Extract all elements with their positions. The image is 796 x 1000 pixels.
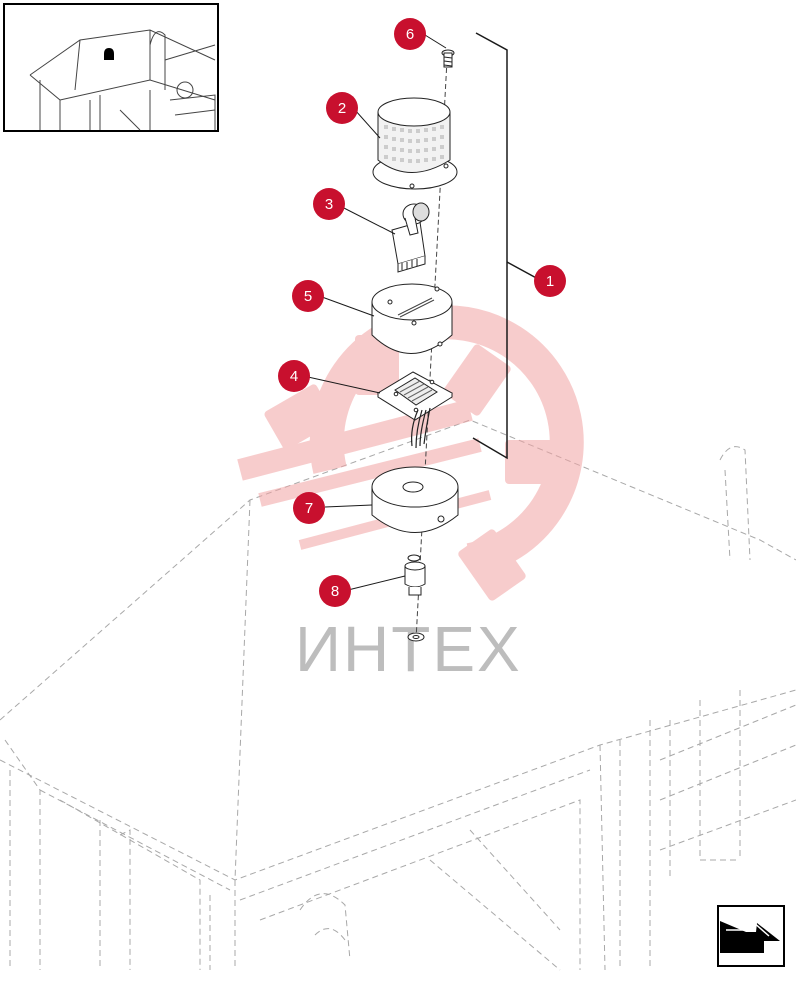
part-8-mounting-stud: [404, 554, 426, 596]
callout-5: 5: [292, 280, 324, 312]
callout-8: 8: [319, 575, 351, 607]
callout-2-label: 2: [338, 100, 346, 117]
callout-3: 3: [313, 188, 345, 220]
callout-4: 4: [278, 360, 310, 392]
callout-1-label: 1: [546, 273, 554, 290]
callout-7: 7: [293, 492, 325, 524]
callout-3-label: 3: [325, 196, 333, 213]
part-3-bulb: [391, 202, 430, 273]
callout-4-label: 4: [290, 368, 298, 385]
part-5-upper-housing: [371, 283, 453, 354]
washer: [407, 632, 425, 642]
callout-6-label: 6: [406, 26, 414, 43]
part-6-screw: [441, 49, 455, 68]
part-7-base-housing: [371, 466, 459, 533]
callout-8-label: 8: [331, 583, 339, 600]
part-4-circuit-board: [377, 371, 453, 449]
next-page-arrow-icon[interactable]: [717, 905, 785, 967]
callout-6: 6: [394, 18, 426, 50]
callout-7-label: 7: [305, 500, 313, 517]
leader-lines: [307, 34, 447, 591]
watermark-text: ИНТЕХ: [295, 613, 522, 685]
watermark-logo: [237, 305, 584, 601]
beacon-marker-icon: [104, 48, 114, 60]
callout-2: 2: [326, 92, 358, 124]
callout-5-label: 5: [304, 288, 312, 305]
cab-locator-thumbnail: [3, 3, 219, 132]
cab-outline: [0, 419, 796, 971]
assembly-bracket: [472, 32, 541, 460]
callout-1: 1: [534, 265, 566, 297]
part-2-beacon-lens: [372, 97, 458, 190]
